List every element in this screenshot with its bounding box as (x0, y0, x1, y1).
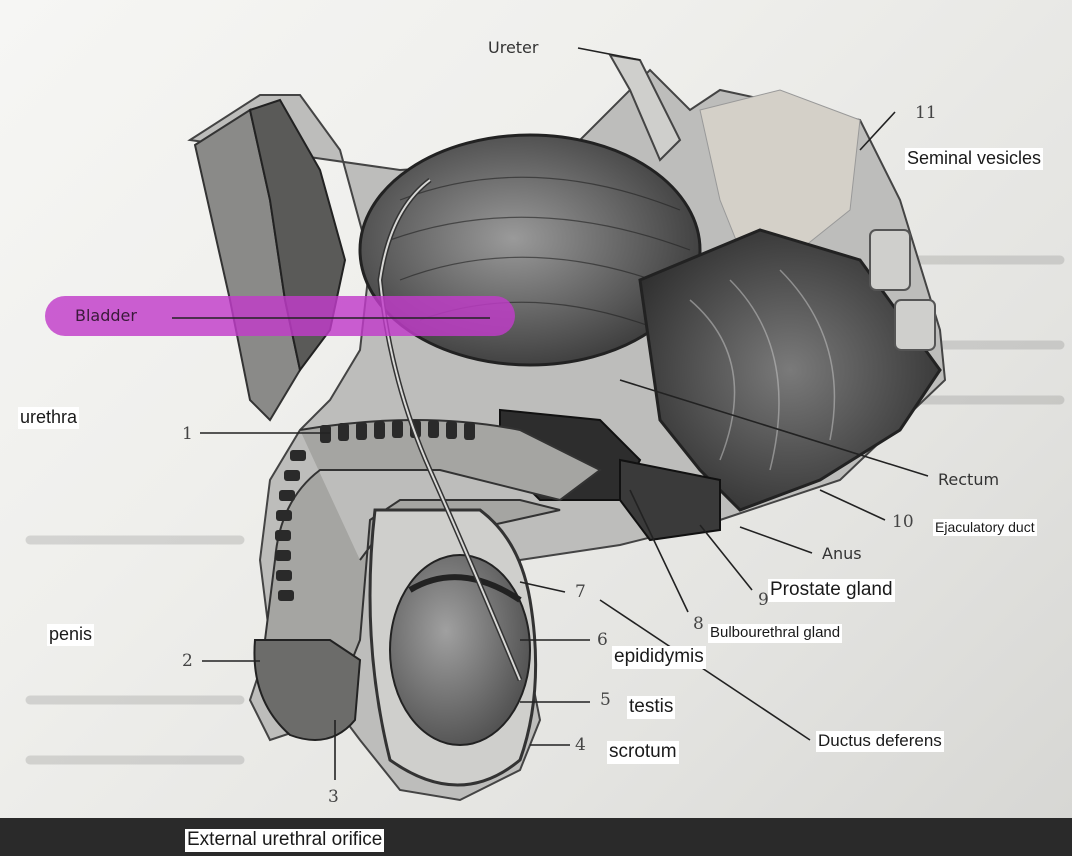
label-ductus-deferens: Ductus deferens (816, 731, 944, 752)
label-external-urethral-orifice: External urethral orifice (185, 829, 385, 852)
testis-shape (389, 554, 531, 746)
number-7: 7 (575, 582, 586, 602)
number-5: 5 (600, 690, 611, 710)
label-bulbourethral-gland: Bulbourethral gland (708, 624, 843, 643)
anus-printed-label: Anus (822, 544, 862, 563)
number-6: 6 (597, 630, 608, 650)
number-3: 3 (328, 787, 339, 807)
label-scrotum: scrotum (607, 741, 679, 764)
label-penis: penis (47, 624, 95, 646)
glans (253, 639, 362, 741)
label-ejaculatory-duct: Ejaculatory duct (933, 519, 1037, 537)
ductus-deferens-inner (378, 179, 521, 681)
bladder-printed-label: Bladder (75, 306, 137, 325)
bottom-shadow (0, 818, 1072, 856)
sacrum (869, 229, 936, 351)
number-11: 11 (915, 103, 937, 123)
bladder-highlight-bar (45, 296, 515, 336)
label-seminal-vesicles: Seminal vesicles (905, 148, 1044, 170)
seminal-vesicle-area (699, 89, 861, 251)
corpus-segments (275, 420, 475, 601)
number-10: 10 (892, 512, 914, 532)
number-2: 2 (182, 651, 193, 671)
number-8: 8 (693, 614, 704, 634)
ureter-printed-label: Ureter (488, 38, 539, 57)
number-1: 1 (182, 424, 193, 444)
epididymis-shape (408, 574, 522, 603)
label-testis: testis (627, 696, 676, 719)
label-prostate-gland: Prostate gland (768, 579, 895, 602)
number-9: 9 (758, 590, 769, 610)
label-epididymis: epididymis (612, 646, 706, 669)
label-urethra: urethra (18, 407, 80, 429)
number-4: 4 (575, 735, 586, 755)
leader-lines (172, 47, 929, 780)
rectum-printed-label: Rectum (938, 470, 1000, 489)
rectum-texture (689, 269, 836, 471)
